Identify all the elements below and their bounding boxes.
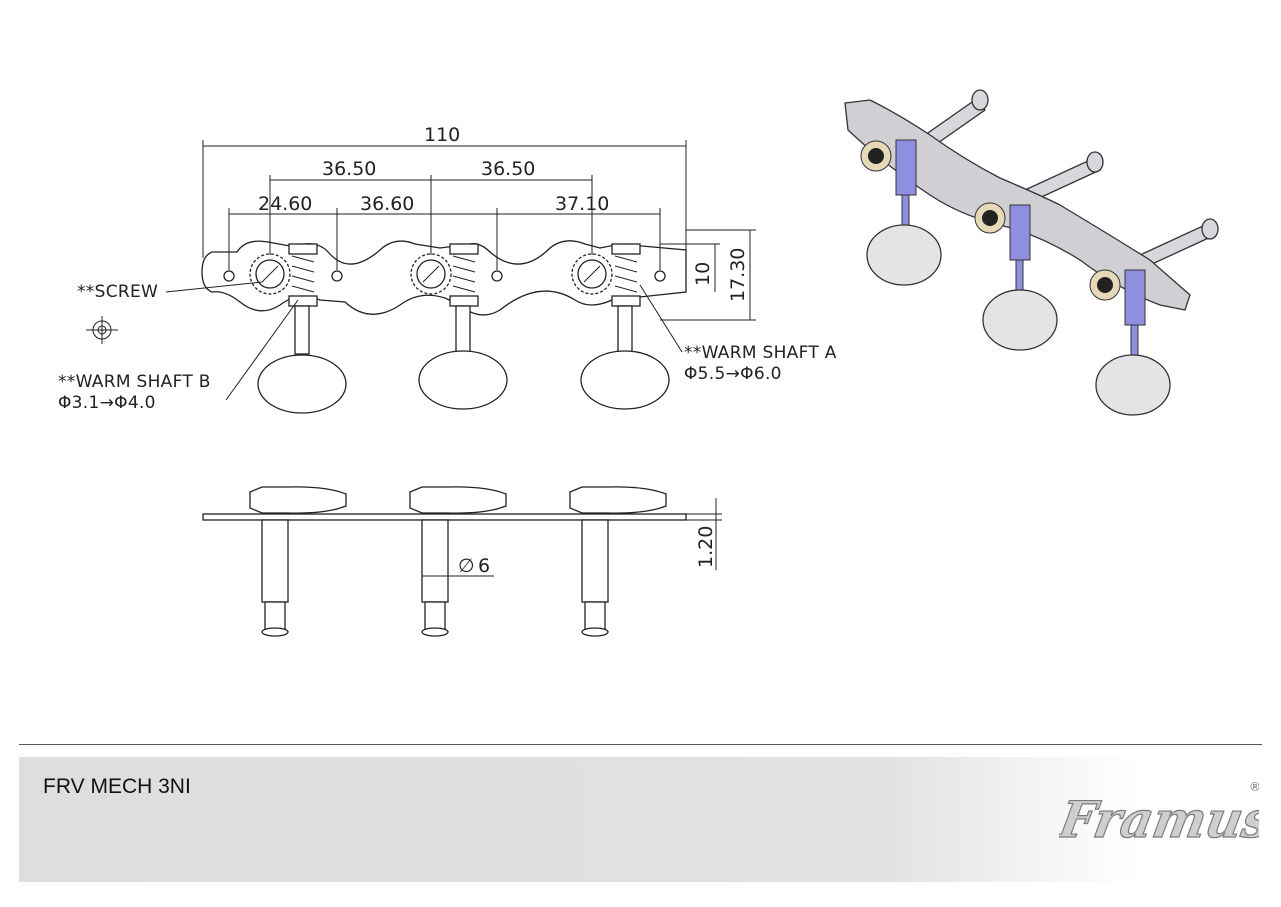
- shaft-b-leader: [225, 299, 299, 401]
- iso-gears: [860, 140, 1121, 301]
- side-post-1: [249, 486, 347, 637]
- gear-assembly-2: [410, 243, 508, 410]
- note-warm-shaft-a-spec: Φ5.5→Φ6.0: [684, 364, 782, 384]
- iso-buttons: [866, 224, 1171, 416]
- dim-plate-inner-height: 10: [692, 262, 714, 286]
- side-post-2: [409, 486, 507, 637]
- gear-assembly-1: [249, 243, 347, 414]
- dim-post-spacing-1: 36.50: [322, 158, 376, 180]
- gear-assembly-3: [571, 243, 670, 410]
- side-post-3: [569, 486, 667, 637]
- isometric-view: [844, 89, 1219, 416]
- dim-hole-spacing-3: 37.10: [555, 193, 609, 215]
- screw-leader: [165, 281, 263, 293]
- side-plate: [202, 513, 687, 521]
- dim-overall-width: 110: [424, 124, 460, 146]
- title-block: FRV MECH 3NI Framus ®: [19, 757, 1262, 882]
- projection-symbol-icon: [86, 316, 118, 344]
- dim-plate-height: 17.30: [727, 248, 749, 302]
- side-view: 1.20 ∅ 6: [202, 486, 722, 637]
- mount-hole-2: [331, 270, 343, 282]
- dim-hole-spacing-1: 24.60: [258, 193, 312, 215]
- front-dimension-lines: [202, 140, 756, 321]
- note-warm-shaft-a-title: **WARM SHAFT A: [684, 343, 837, 363]
- mount-hole-4: [654, 270, 666, 282]
- registered-mark: ®: [1249, 780, 1259, 794]
- note-warm-shaft-b-spec: Φ3.1→Φ4.0: [58, 393, 156, 413]
- brand-wordmark: Framus: [1059, 790, 1259, 849]
- mount-hole-1: [223, 270, 235, 282]
- dim-plate-thickness: 1.20: [695, 526, 717, 568]
- front-view: 110 36.50 36.50 24.60 36.60 37.10 10 17.…: [58, 124, 837, 414]
- dim-shaft-diameter: 6: [478, 555, 490, 577]
- dim-post-spacing-2: 36.50: [481, 158, 535, 180]
- framus-logo: Framus ®: [1059, 780, 1259, 850]
- note-warm-shaft-b-title: **WARM SHAFT B: [58, 372, 211, 392]
- dim-hole-spacing-2: 36.60: [360, 193, 414, 215]
- shaft-a-leader: [639, 284, 683, 353]
- mount-hole-3: [491, 270, 503, 282]
- note-screw: **SCREW: [77, 282, 158, 302]
- iso-posts: [923, 89, 1219, 266]
- footer-divider: [19, 744, 1262, 745]
- dim-shaft-diameter-symbol: ∅: [458, 555, 475, 577]
- technical-drawing: 110 36.50 36.50 24.60 36.60 37.10 10 17.…: [58, 89, 1219, 637]
- part-name: FRV MECH 3NI: [43, 775, 191, 798]
